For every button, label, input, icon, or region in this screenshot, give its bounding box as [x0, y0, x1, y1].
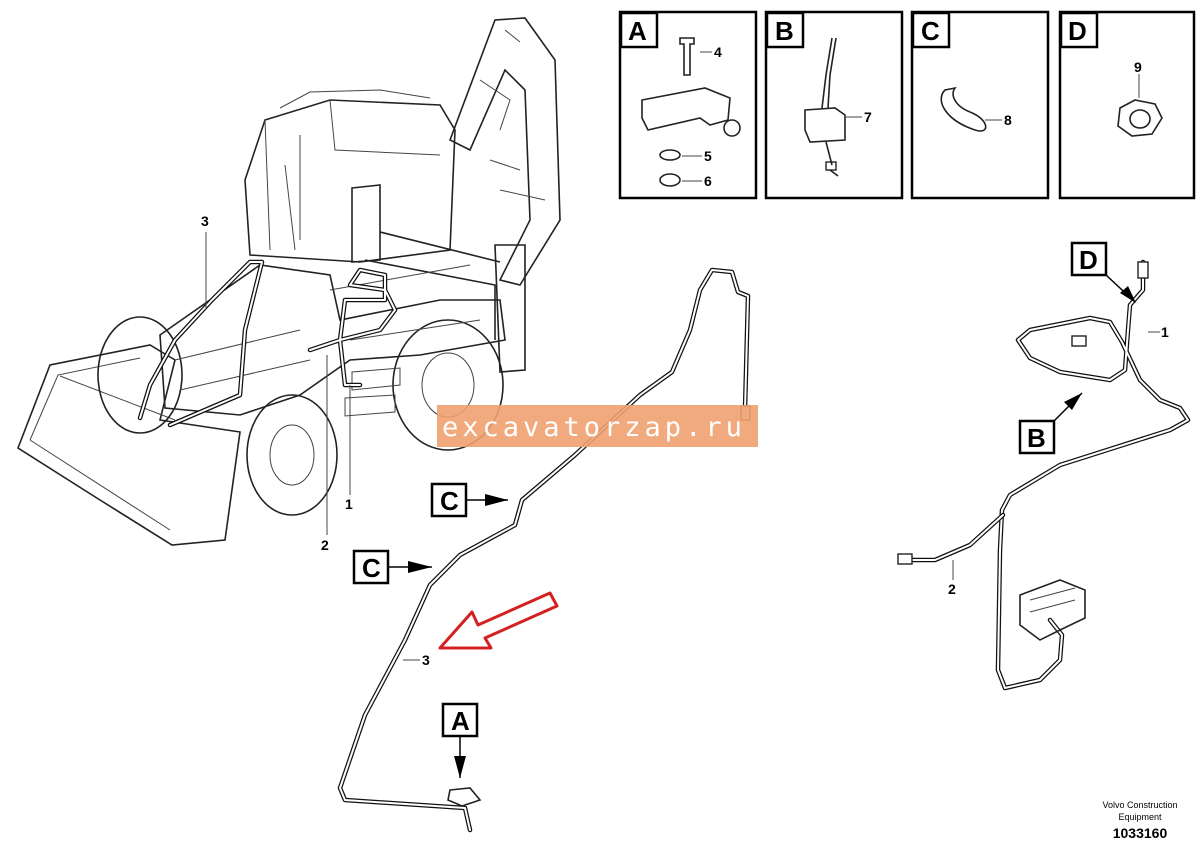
callout-rear-3: 3 — [422, 652, 430, 668]
front-harness-1-core — [997, 261, 1189, 689]
direction-arrow-shape — [438, 591, 559, 650]
rear-wheel-left — [246, 394, 338, 516]
cab-frame-lines — [264, 99, 441, 251]
nut-6-icon — [659, 173, 681, 187]
chassis-detail — [174, 264, 481, 391]
detail-box-c-letter: C — [921, 16, 940, 46]
front-harness-1-connector-top — [1137, 261, 1149, 279]
detail-box-c-tab — [911, 11, 951, 49]
front-bucket-outline — [17, 344, 241, 546]
detail-box-b-letter: B — [775, 16, 794, 46]
cab-steps — [344, 367, 401, 417]
front-harness-2-path — [909, 512, 1006, 563]
sensor-block-icon — [641, 87, 731, 131]
ref-tag-a-bottom: A — [441, 702, 479, 778]
credit-line-2: Equipment — [1118, 812, 1162, 822]
callout-detail-7: 7 — [864, 109, 872, 125]
detail-box-a-tab — [619, 11, 659, 49]
ref-tag-d-front-letter: D — [1079, 245, 1098, 275]
callout-machine-1: 1 — [345, 496, 353, 512]
callout-front-1: 1 — [1161, 324, 1169, 340]
ref-tag-b-front-arrowhead — [1064, 393, 1082, 410]
rear-harness-3-path — [337, 267, 751, 833]
rear-harness-3-core — [339, 269, 749, 831]
rear-frame-crossbar — [364, 231, 501, 340]
machine-harness-1-2-core — [309, 269, 396, 386]
callout-detail-5: 5 — [704, 148, 712, 164]
detail-box-d-tab — [1059, 11, 1099, 49]
detail-box-d-letter: D — [1068, 16, 1087, 46]
front-harness-2-core — [911, 514, 1004, 561]
cab-roof-line — [279, 89, 431, 109]
front-harness-1-path — [995, 259, 1191, 691]
backhoe-boom-outline — [448, 17, 561, 286]
callout-front-2: 2 — [948, 581, 956, 597]
ref-tag-b-front: B — [1018, 392, 1083, 455]
bolt-4-icon — [679, 37, 695, 76]
callout-detail-6: 6 — [704, 173, 712, 189]
backhoe-loader-illustration: 3 2 1 — [17, 17, 561, 553]
rear-harness-3-sensor — [447, 787, 482, 807]
connector-b-icon — [825, 161, 837, 171]
detail-box-a-letter: A — [628, 16, 647, 46]
flange-nut-9-hole — [1129, 109, 1151, 129]
ref-tag-a-bottom-arrowhead — [454, 756, 466, 778]
watermark: excavatorzap.ru — [437, 405, 758, 447]
front-harness-2-connector — [897, 553, 913, 565]
ref-tag-c-upper: C — [430, 482, 508, 518]
ref-tag-b-front-letter: B — [1027, 423, 1046, 453]
callout-detail-9: 9 — [1134, 59, 1142, 75]
chassis-outline — [159, 264, 506, 416]
detail-box-a: A 4 5 6 — [618, 10, 758, 200]
ref-tag-a-bottom-letter: A — [451, 706, 470, 736]
ref-tag-c-lower-arrowhead — [408, 561, 432, 573]
ref-tag-c-lower: C — [352, 549, 432, 585]
drawing-number: 1033160 — [1113, 825, 1168, 841]
cable-b-end — [825, 141, 839, 177]
front-harness-1-connector-mid — [1071, 335, 1087, 347]
ref-tag-d-front-frame — [1070, 241, 1108, 277]
front-left-wheel — [97, 316, 183, 434]
front-harness: 1 2 — [897, 259, 1191, 691]
rear-frame-posts — [351, 184, 526, 373]
callout-machine-3: 3 — [201, 213, 209, 229]
detail-box-b-tab — [765, 11, 805, 49]
rear-wheel-left-hub — [269, 424, 315, 486]
ref-tag-d-front: D — [1070, 241, 1136, 303]
watermark-band — [437, 405, 758, 447]
sensor-roller-icon — [723, 119, 741, 137]
cable-b-icon — [821, 37, 837, 109]
front-bucket-detail — [29, 357, 176, 531]
detail-box-d: D 9 — [1058, 10, 1196, 200]
direction-arrow — [438, 591, 559, 650]
relay-box-icon — [1019, 579, 1086, 641]
ref-tag-b-front-frame — [1018, 419, 1056, 455]
rear-wheel-right — [392, 319, 504, 451]
ref-tag-d-front-arrowhead — [1120, 286, 1136, 303]
cab-outline — [244, 99, 456, 263]
ref-tag-a-bottom-frame — [441, 702, 479, 738]
callout-detail-4: 4 — [714, 44, 722, 60]
backhoe-boom-detail — [479, 29, 546, 201]
watermark-text: excavatorzap.ru — [442, 412, 746, 443]
ref-tag-c-lower-letter: C — [362, 553, 381, 583]
detail-box-b: B 7 — [764, 10, 904, 200]
clamp-7-icon — [804, 107, 846, 143]
callout-detail-8: 8 — [1004, 112, 1012, 128]
ref-tag-c-upper-letter: C — [440, 486, 459, 516]
relay-box-detail — [1029, 587, 1076, 613]
washer-5-icon — [659, 149, 681, 161]
credit-block: Volvo Construction Equipment 1033160 — [1102, 800, 1177, 841]
callout-machine-2: 2 — [321, 537, 329, 553]
rear-harness-3: 3 — [337, 267, 751, 833]
ref-tag-c-upper-arrowhead — [485, 494, 508, 506]
machine-harness-3-core — [139, 261, 263, 426]
credit-line-1: Volvo Construction — [1102, 800, 1177, 810]
cable-tie-8-icon — [940, 86, 987, 132]
detail-box-c: C 8 — [910, 10, 1050, 200]
flange-nut-9-icon — [1117, 99, 1163, 137]
